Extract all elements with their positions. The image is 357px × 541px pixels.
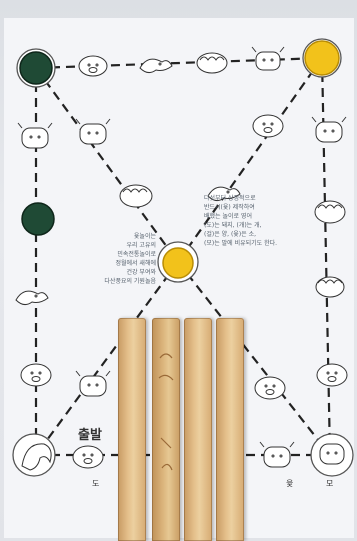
green-piece[interactable] [21, 202, 55, 236]
cow-icon [75, 370, 111, 397]
cow-icon [75, 118, 111, 145]
cow-icon [17, 122, 53, 149]
sheep-icon [119, 184, 153, 208]
horse-icon [21, 443, 52, 471]
pig-icon [316, 363, 348, 387]
cow-icon [311, 116, 347, 143]
corner-label-yut: 윷 [286, 479, 294, 488]
yut-stick[interactable] [216, 318, 244, 541]
dog-icon [15, 290, 49, 306]
pig-icon [78, 55, 108, 77]
stick-markings-icon [158, 353, 174, 471]
corner-label-mo: 모 [326, 479, 334, 488]
dog-icon [207, 186, 241, 202]
cow-icon [319, 443, 345, 465]
cow-icon [259, 441, 295, 468]
yut-stick-marked[interactable] [152, 318, 180, 541]
yellow-piece[interactable] [162, 247, 194, 279]
cow-icon [251, 46, 285, 71]
start-label: 출발 [78, 428, 102, 443]
sheep-icon [314, 200, 346, 224]
dog-icon [139, 58, 173, 74]
yut-sticks [118, 318, 253, 541]
right-instructions: 다섯부터 상징적으로 반드시(윷) 제작하여 배했는 놀이로 영어 (도)는 돼… [204, 195, 278, 247]
pig-icon [254, 376, 286, 400]
yellow-piece[interactable] [304, 40, 340, 76]
sheep-icon [196, 52, 228, 74]
left-instructions: 윷놀이는 우리 고유의 민속전통놀이로 정월에서 새해에 건강 부여와 다산풍요… [104, 233, 156, 285]
corner-label-do: 도 [92, 479, 100, 488]
pig-icon [252, 114, 284, 138]
yut-stick[interactable] [118, 318, 146, 541]
green-piece[interactable] [19, 51, 53, 85]
pig-icon [72, 445, 104, 469]
sheep-icon [315, 276, 345, 298]
yut-stick[interactable] [184, 318, 212, 541]
pig-icon [20, 363, 52, 387]
